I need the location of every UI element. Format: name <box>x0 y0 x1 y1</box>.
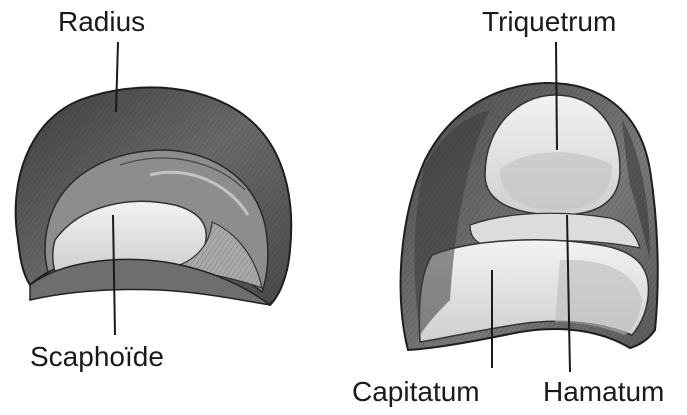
right-bone <box>401 83 658 350</box>
leader-triquetrum <box>556 42 557 150</box>
label-capitatum: Capitatum <box>352 378 480 406</box>
label-hamatum: Hamatum <box>543 378 664 406</box>
label-triquetrum: Triquetrum <box>482 8 616 36</box>
label-scaphoide: Scaphoïde <box>30 343 164 371</box>
left-bone <box>16 87 292 305</box>
label-radius: Radius <box>58 8 145 36</box>
